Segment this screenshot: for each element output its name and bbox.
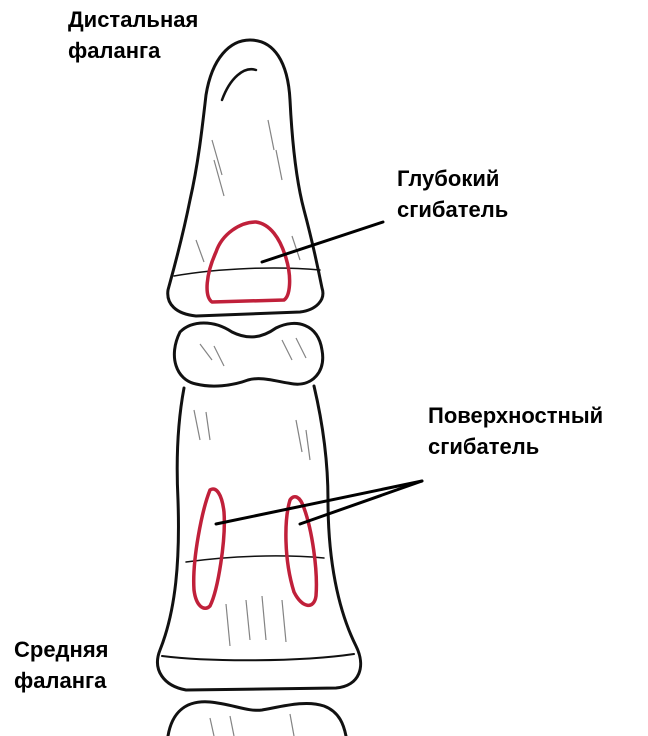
deep-flexor-insertion — [207, 222, 290, 302]
middle-phalanx-label-line2: фаланга — [14, 665, 109, 696]
superficial-flexor-label-line2: сгибатель — [428, 431, 603, 462]
superficial-flexor-insertion-left — [194, 489, 225, 608]
middle-phalanx-shaft — [158, 386, 361, 690]
distal-phalanx-bone — [168, 40, 323, 316]
distal-phalanx-label-line1: Дистальная — [68, 4, 198, 35]
deep-flexor-label-line2: сгибатель — [397, 194, 508, 225]
superficial-flexor-label: Поверхностный сгибатель — [428, 400, 603, 462]
deep-flexor-label-line1: Глубокий — [397, 163, 508, 194]
distal-phalanx-label: Дистальная фаланга — [68, 4, 198, 66]
distal-phalanx-label-line2: фаланга — [68, 35, 198, 66]
bone-shading — [194, 120, 310, 736]
superficial-flexor-insertion-right — [286, 497, 316, 606]
superficial-flexor-label-line1: Поверхностный — [428, 400, 603, 431]
middle-phalanx-head — [174, 323, 322, 386]
proximal-phalanx-head — [168, 702, 346, 736]
deep-flexor-label: Глубокий сгибатель — [397, 163, 508, 225]
middle-phalanx-label-line1: Средняя — [14, 634, 109, 665]
middle-phalanx-label: Средняя фаланга — [14, 634, 109, 696]
